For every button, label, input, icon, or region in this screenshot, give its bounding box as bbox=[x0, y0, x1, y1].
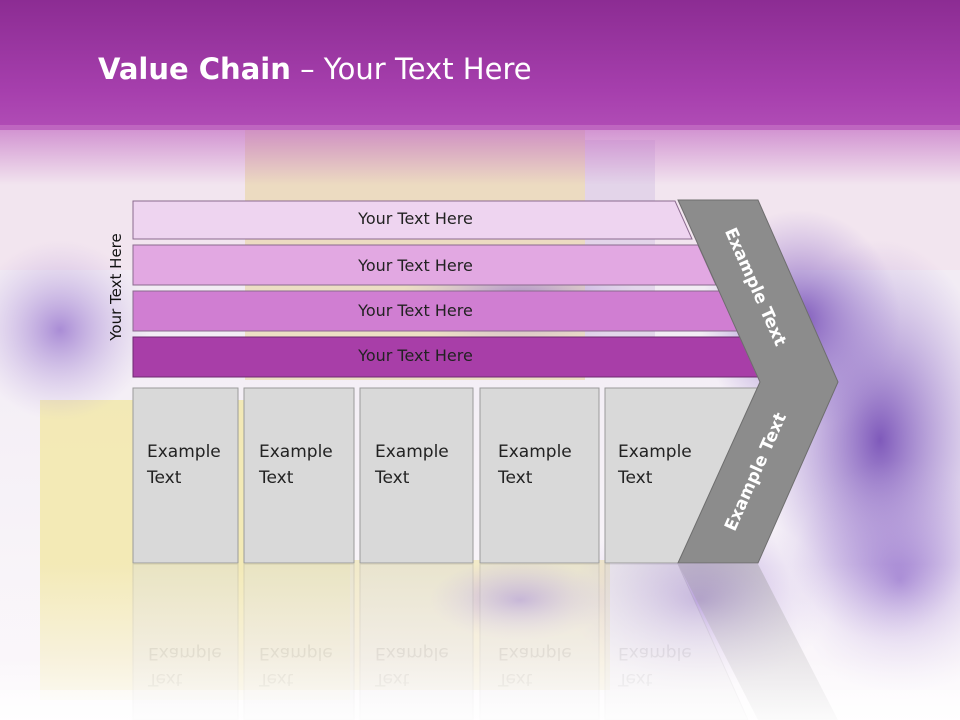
title-rest: – Your Text Here bbox=[290, 52, 532, 86]
bar-label-3: Your Text Here bbox=[358, 301, 473, 320]
activity-cell-2 bbox=[243, 387, 355, 564]
title-bold: Value Chain bbox=[98, 52, 291, 86]
activity-cell-3 bbox=[359, 387, 474, 564]
side-label-text: Your Text Here bbox=[107, 233, 125, 341]
activity-cell-1 bbox=[132, 387, 239, 564]
activity-cell-4 bbox=[479, 387, 600, 564]
bar-label-1: Your Text Here bbox=[358, 209, 473, 228]
slide-title: Value Chain – Your Text Here bbox=[98, 52, 532, 86]
bar-label-4: Your Text Here bbox=[358, 346, 473, 365]
reflection-fade bbox=[0, 564, 960, 720]
bar-label-2: Your Text Here bbox=[358, 256, 473, 275]
margin-chevron bbox=[677, 199, 839, 564]
title-fade bbox=[0, 125, 960, 185]
title-band bbox=[0, 0, 960, 130]
value-bar-1 bbox=[132, 200, 693, 240]
